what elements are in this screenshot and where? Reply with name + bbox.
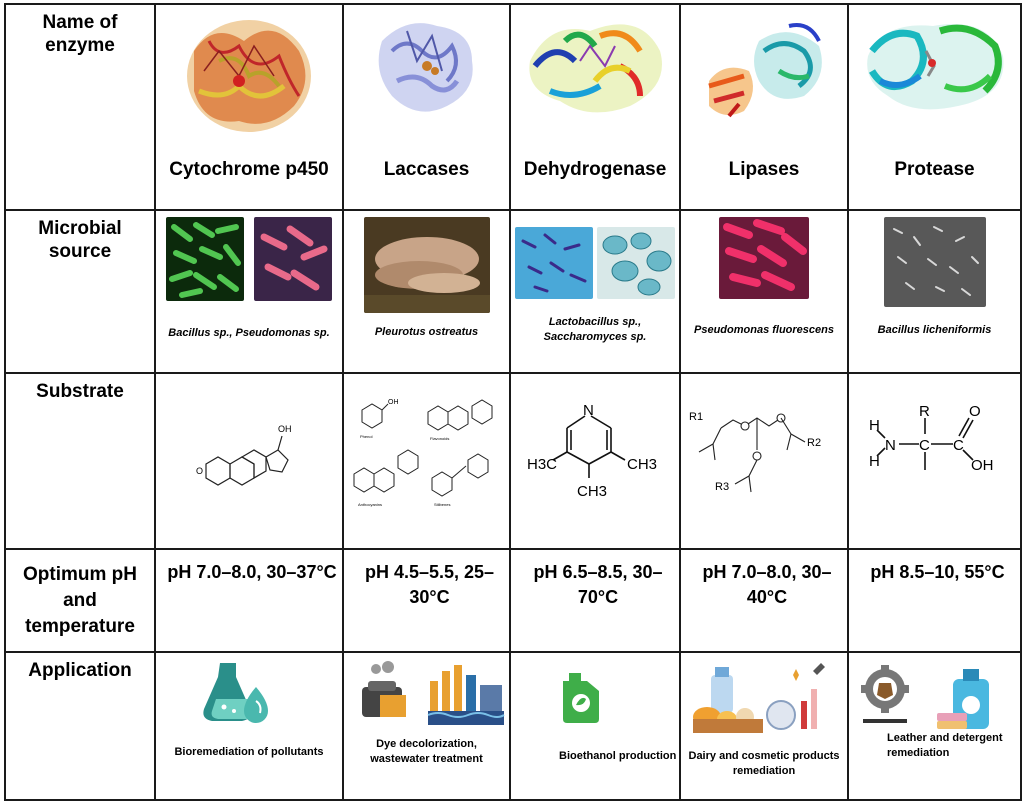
lipase-r2-label: R2	[807, 437, 821, 449]
steroid-structure: O OH	[196, 424, 292, 486]
cell-protease-application: Leather and detergent remediation	[847, 651, 1022, 801]
enzyme-name-protease: Protease	[894, 159, 975, 180]
cell-cyp-application: Bioremediation of pollutants	[154, 651, 344, 801]
protease-r-label: R	[919, 404, 930, 420]
cell-protease-source: Bacillus licheniformis	[847, 209, 1022, 374]
cell-lipase-substrate: R1 R2 R3	[679, 372, 849, 550]
cell-dehydrogenase-source: Lactobacillus sp., Saccharomyces sp.	[509, 209, 681, 374]
cyp-ketone-label: O	[196, 466, 203, 476]
dh-ch3-label: CH3	[627, 456, 657, 473]
protease-h-bottom-label: H	[869, 453, 880, 470]
protease-c1-label: C	[919, 437, 930, 454]
cell-lipase-application: Dairy and cosmetic products remediation	[679, 651, 849, 801]
cyp-protein-structure	[187, 20, 311, 132]
phenol-oh-label: OH	[388, 399, 399, 406]
row-application: Application Bioremediation of pollutants	[4, 651, 1022, 801]
dh-h3c-label: H3C	[527, 456, 557, 473]
dairy-cosmetic-icon	[693, 663, 825, 733]
application-lipase: Dairy and cosmetic products remediation	[688, 750, 840, 777]
protease-c2-label: C	[953, 437, 964, 454]
row-header-application: Application	[4, 651, 156, 801]
pseudomonas-image	[254, 217, 333, 301]
cell-cyp-substrate: O OH	[154, 372, 344, 550]
row-header-optimum: Optimum pH and temperature	[4, 548, 156, 653]
enzyme-name-dehydrogenase: Dehydrogenase	[523, 159, 667, 180]
application-cyp: Bioremediation of pollutants	[174, 746, 324, 758]
protease-h-top-label: H	[869, 417, 880, 434]
bacillus-licheniformis-image	[883, 217, 986, 307]
protease-n-label: N	[885, 437, 896, 454]
protease-protein-structure	[866, 24, 1003, 110]
cell-lipase-name: Lipases	[679, 3, 849, 211]
dh-ch3-bottom-label: CH3	[577, 483, 607, 500]
cyp-oh-label: OH	[278, 424, 292, 434]
enzyme-name-laccase: Laccases	[383, 159, 470, 180]
protease-o-label: O	[969, 404, 981, 420]
flask-leaf-icon	[203, 663, 268, 723]
cell-laccase-substrate: OH Phenol Flavonoids Anthocyanins Stilbe…	[342, 372, 511, 550]
label-flavonoids: Flavonoids	[430, 436, 449, 441]
source-laccase: Pleurotus ostreatus	[374, 326, 479, 338]
row-header-name: Name of enzyme	[4, 3, 156, 211]
protease-oh-label: OH	[971, 457, 994, 474]
row-substrate: Substrate O OH	[4, 372, 1022, 550]
amino-acid-structure: H N R C C O OH H	[869, 404, 994, 474]
cell-protease-name: Protease	[847, 3, 1022, 211]
label-anthocyanins: Anthocyanins	[358, 502, 382, 507]
optimum-lipase: pH 7.0–8.0, 30–40°C	[679, 548, 849, 653]
cell-laccase-application: Dye decolorization, wastewater treatment	[342, 651, 511, 801]
optimum-dehydrogenase: pH 6.5–8.5, 30–70°C	[509, 548, 681, 653]
cell-lipase-source: Pseudomonas fluorescens	[679, 209, 849, 374]
cell-laccase-name: Laccases	[342, 3, 511, 211]
optimum-laccase: pH 4.5–5.5, 25–30°C	[342, 548, 511, 653]
label-stilbenes: Stilbenes	[434, 502, 450, 507]
pleurotus-mushroom-image	[363, 217, 490, 313]
row-microbial-source: Microbial source	[4, 209, 1022, 374]
enzyme-name-lipase: Lipases	[728, 159, 800, 180]
row-enzyme-name: Name of enzyme Cytochrome p450	[4, 3, 1022, 211]
row-optimum: Optimum pH and temperature pH 7.0–8.0, 3…	[4, 548, 1022, 653]
dh-n-label: N	[583, 402, 594, 419]
source-lipase: Pseudomonas fluorescens	[694, 324, 834, 336]
enzyme-table: Name of enzyme Cytochrome p450	[4, 3, 1022, 801]
cell-dehydrogenase-name: Dehydrogenase	[509, 3, 681, 211]
application-dehydrogenase: Bioethanol production	[559, 750, 677, 762]
optimum-protease: pH 8.5–10, 55°C	[847, 548, 1022, 653]
bacillus-image	[165, 217, 244, 301]
dehydrogenase-protein-structure	[529, 24, 662, 113]
lipase-protein-structure	[708, 23, 822, 118]
label-phenol: Phenol	[360, 434, 373, 439]
source-cyp: Bacillus sp., Pseudomonas sp.	[168, 327, 330, 339]
source-protease: Bacillus licheniformis	[877, 324, 992, 336]
cell-protease-substrate: H N R C C O OH H	[847, 372, 1022, 550]
dye-factory-icon	[362, 661, 505, 725]
lactobacillus-image	[514, 227, 593, 299]
pseudomonas-fluorescens-image	[719, 217, 809, 299]
triglyceride-structure: R1 R2 R3	[689, 411, 821, 493]
leather-detergent-icon	[861, 665, 989, 729]
biofuel-canister-icon	[563, 673, 599, 723]
lipase-r3-label: R3	[715, 481, 729, 493]
saccharomyces-image	[597, 227, 676, 299]
row-header-substrate: Substrate	[4, 372, 156, 550]
enzyme-name-cyp: Cytochrome p450	[169, 159, 329, 180]
cell-laccase-source: Pleurotus ostreatus	[342, 209, 511, 374]
lutidine-structure: N H3C CH3 CH3	[527, 402, 657, 500]
row-header-source: Microbial source	[4, 209, 156, 374]
optimum-cyp: pH 7.0–8.0, 30–37°C	[154, 548, 344, 653]
laccase-protein-structure	[378, 23, 473, 112]
laccase-substrates-structure: OH Phenol Flavonoids Anthocyanins Stilbe…	[353, 399, 493, 507]
cell-dehydrogenase-substrate: N H3C CH3 CH3	[509, 372, 681, 550]
cell-dehydrogenase-application: Bioethanol production	[509, 651, 681, 801]
lipase-r1-label: R1	[689, 411, 703, 423]
cell-cyp-source: Bacillus sp., Pseudomonas sp.	[154, 209, 344, 374]
source-dehydrogenase: Lactobacillus sp., Saccharomyces sp.	[543, 316, 647, 343]
cell-cyp-name: Cytochrome p450	[154, 3, 344, 211]
application-protease: Leather and detergent remediation	[887, 732, 1003, 759]
application-laccase: Dye decolorization, wastewater treatment	[370, 738, 483, 765]
